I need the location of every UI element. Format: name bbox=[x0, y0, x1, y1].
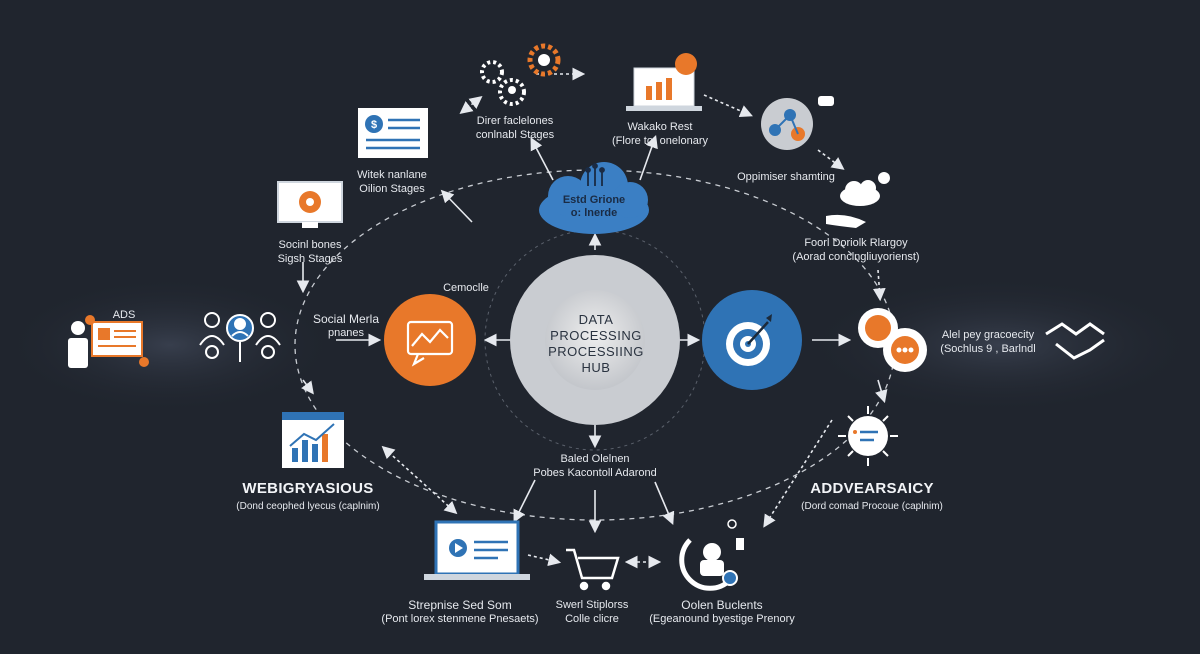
hub-title: DATA PROCESSING PROCESSIING HUB bbox=[548, 312, 644, 376]
handshake-icon bbox=[1045, 322, 1105, 360]
target-icon bbox=[726, 314, 772, 366]
advers-subtitle: (Dord comad Procoue (caplnim) bbox=[801, 501, 943, 512]
cloud-label: Estd Grione o: lnerde bbox=[563, 194, 625, 220]
gears-person-icon bbox=[480, 43, 561, 106]
support-agent-icon bbox=[679, 519, 744, 591]
social-bones-label: Socinl bones Sigsh Stages bbox=[277, 239, 343, 265]
cloud-line-1: Estd Grione bbox=[562, 194, 626, 206]
ads-label: ADS bbox=[112, 309, 136, 321]
hub-line-2: PROCESSING bbox=[550, 328, 642, 343]
shopping-cart-icon bbox=[566, 548, 620, 591]
dollar-document-icon: $ bbox=[358, 108, 428, 158]
left-glow-band bbox=[0, 275, 340, 415]
webigry-subtitle: (Dond ceophed lyecus (caplnim) bbox=[236, 501, 380, 512]
chart-folder-icon bbox=[406, 320, 454, 367]
connector-arrows bbox=[296, 67, 888, 569]
hub-line-1: DATA bbox=[578, 312, 614, 327]
advers-title: ADDVEARSAICY bbox=[810, 480, 934, 497]
circuit-icon bbox=[585, 163, 605, 186]
network-nodes-icon bbox=[761, 96, 834, 150]
strepise-label: Strepnise Sed Som (Pont lorex stenmene P… bbox=[381, 598, 539, 625]
console-label: Cemoclle bbox=[443, 282, 489, 294]
social-media-label: Social Merla pnanes bbox=[312, 312, 380, 339]
upper-left-label: Witek nanlane Oilion Stages bbox=[357, 169, 427, 195]
onlen-label: Oolen Buclents (Egeanound byestige Preno… bbox=[649, 598, 795, 625]
hub-line-3: PROCESSIING bbox=[548, 344, 644, 359]
top-right-label: Wakako Rest (Flore tor onelonary bbox=[612, 121, 708, 147]
cart-label: Swerl Stiplorss Colle clicre bbox=[555, 599, 629, 625]
video-laptop-icon bbox=[424, 520, 530, 580]
bottom-center-label: Baled Olelnen Pobes Kacontoll Adarond bbox=[533, 453, 657, 479]
cloud-hand-icon bbox=[826, 172, 890, 228]
handshake-label: Alel pey gracoecity (Sochlus 9 , Barlndl bbox=[940, 329, 1036, 355]
people-network-icon bbox=[199, 312, 281, 362]
optimize-label: Oppimiser shamting bbox=[737, 171, 835, 183]
hub-center bbox=[545, 290, 645, 390]
growth-chart-icon bbox=[282, 412, 344, 468]
cloud-node bbox=[539, 162, 649, 234]
chat-bubbles-icon bbox=[858, 308, 927, 372]
hub-line-4: HUB bbox=[581, 360, 611, 375]
analytics-node-icon bbox=[838, 406, 898, 466]
right-glow-band bbox=[800, 275, 1200, 415]
cloud-line-2: o: lnerde bbox=[570, 207, 618, 219]
top-left-label: Direr faclelones conlnabl Stages bbox=[475, 115, 555, 141]
webigry-title: WEBIGRYASIOUS bbox=[242, 480, 374, 497]
svg-text:$: $ bbox=[371, 119, 377, 131]
laptop-chart-icon bbox=[626, 53, 702, 111]
food-label: Foorl Doriolk Rlargoy (Aorad conclngliuy… bbox=[792, 237, 920, 263]
chart-folder-node bbox=[384, 294, 476, 386]
ads-presenter-icon bbox=[68, 315, 149, 368]
gear-monitor-icon bbox=[277, 181, 343, 228]
